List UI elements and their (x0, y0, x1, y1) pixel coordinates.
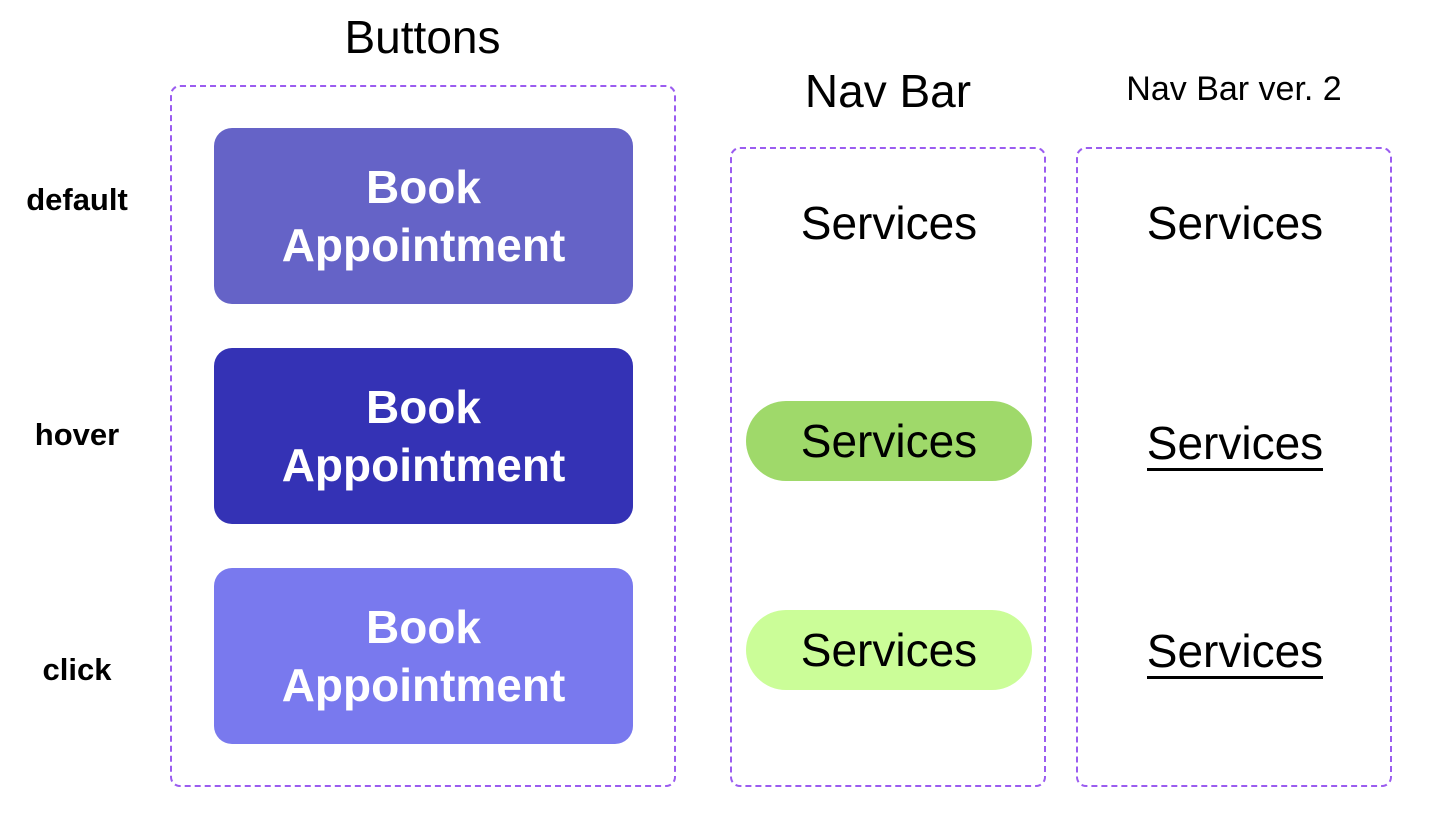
book-appointment-label-line2: Appointment (281, 439, 566, 491)
book-appointment-button-hover[interactable]: Book Appointment (214, 348, 633, 524)
nav-bar-frame (730, 147, 1046, 787)
nav-bar-v2-services-default[interactable]: Services (1146, 197, 1324, 249)
book-appointment-label-line2: Appointment (281, 659, 566, 711)
nav-bar-v2-frame (1076, 147, 1392, 787)
nav-bar-section-title: Nav Bar (804, 65, 972, 117)
nav-bar-services-default[interactable]: Services (800, 197, 978, 249)
book-appointment-label-line2: Appointment (281, 219, 566, 271)
state-label-click: click (42, 652, 112, 687)
nav-bar-v2-services-click[interactable]: Services (1092, 628, 1378, 679)
nav-bar-v2-services-hover[interactable]: Services (1092, 420, 1378, 471)
book-appointment-button-click[interactable]: Book Appointment (214, 568, 633, 744)
buttons-frame (170, 85, 676, 787)
state-label-default: default (26, 182, 128, 217)
nav-bar-services-label: Services (800, 624, 978, 676)
book-appointment-button-default[interactable]: Book Appointment (214, 128, 633, 304)
buttons-section-title: Buttons (344, 11, 501, 63)
book-appointment-label-line1: Book (366, 161, 481, 213)
nav-bar-services-click[interactable]: Services (746, 610, 1032, 690)
nav-bar-v2-services-label: Services (1146, 417, 1324, 471)
state-label-hover: hover (34, 417, 120, 452)
book-appointment-label-line1: Book (366, 601, 481, 653)
nav-bar-services-label: Services (800, 415, 978, 467)
nav-bar-services-hover[interactable]: Services (746, 401, 1032, 481)
nav-bar-v2-services-label: Services (1146, 625, 1324, 679)
nav-bar-v2-section-title: Nav Bar ver. 2 (1126, 70, 1342, 108)
book-appointment-label-line1: Book (366, 381, 481, 433)
